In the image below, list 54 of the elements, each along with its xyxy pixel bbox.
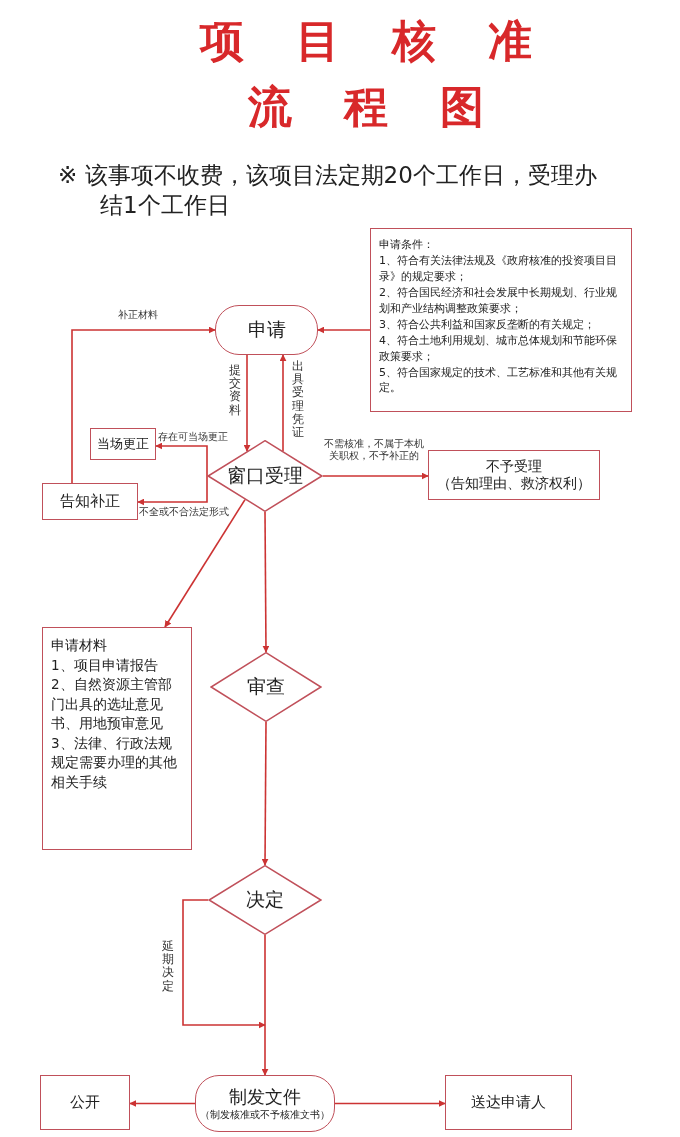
arrow	[261, 721, 269, 866]
node-title: 申请条件：	[379, 237, 434, 253]
arrow	[262, 511, 270, 653]
arrow	[71, 326, 216, 484]
node-title: 制发文件	[229, 1086, 301, 1109]
node-text: 1、项目申请报告	[51, 655, 158, 675]
process-box	[42, 483, 138, 520]
result-box	[428, 450, 600, 500]
node-title: 申请材料	[51, 636, 107, 655]
arrow	[334, 1100, 446, 1107]
edge-label: 延期决定	[162, 940, 174, 993]
arrow	[155, 442, 208, 477]
note-text: ※ 该事项不收费，该项目法定期20个工作日，受理办结1个工作日	[58, 161, 598, 220]
node-text: 3、符合公共利益和国家反垄断的有关规定；	[379, 316, 595, 333]
node-title: 送达申请人	[471, 1093, 546, 1112]
node-title: 申请	[247, 318, 286, 342]
arrow	[322, 472, 429, 480]
arrow	[317, 326, 371, 334]
node-title: 不予受理	[486, 457, 542, 475]
arrow	[243, 354, 251, 452]
node-text: 5、符合国家规定的技术、工艺标准和其他有关规定。	[379, 364, 618, 397]
conditions-box	[370, 228, 632, 412]
title: 项目核准流程图	[198, 14, 585, 134]
edge-label: 提交资料	[229, 364, 241, 417]
node-title: 告知补正	[60, 492, 120, 511]
process-box	[90, 428, 156, 460]
arrow	[279, 354, 287, 452]
node-text: 2、符合国民经济和社会发展中长期规划、行业规划和产业结构调整政策要求；	[379, 284, 618, 317]
node-text: （告知理由、救济权利）	[437, 475, 591, 493]
node-title: 当场更正	[97, 435, 149, 453]
arrow	[129, 1100, 196, 1107]
node-text: 1、符合有关法律法规及《政府核准的投资项目目录》的规定要求；	[379, 252, 618, 285]
node-text: 2、自然资源主管部门出具的选址意见书、用地预审意见	[51, 675, 173, 734]
start-box	[215, 305, 318, 355]
node-title: 公开	[70, 1093, 100, 1112]
node-title: 决定	[246, 888, 284, 912]
materials-box	[42, 627, 192, 850]
arrow	[164, 498, 246, 628]
edge-label: 不全或不合法定形式	[138, 506, 230, 518]
node-title: 窗口受理	[227, 464, 303, 488]
decision-diamond	[210, 652, 322, 722]
node-text: （制发核准或不予核准文书）	[200, 1108, 330, 1121]
arrow	[182, 899, 266, 1029]
process-box	[40, 1075, 130, 1130]
node-title: 审查	[247, 675, 285, 699]
arrow	[261, 934, 269, 1076]
node-text: 4、符合土地利用规划、城市总体规划和节能环保政策要求；	[379, 332, 618, 365]
decision-diamond	[208, 865, 322, 935]
process-box	[445, 1075, 572, 1130]
edge-label: 出具受理凭证	[292, 360, 304, 440]
edge-label: 不需核准，不属于本机关职权，不予补正的	[322, 438, 426, 462]
process-box	[195, 1075, 335, 1132]
arrow	[137, 475, 208, 506]
node-text: 3、法律、行政法规规定需要办理的其他相关手续	[51, 733, 178, 792]
